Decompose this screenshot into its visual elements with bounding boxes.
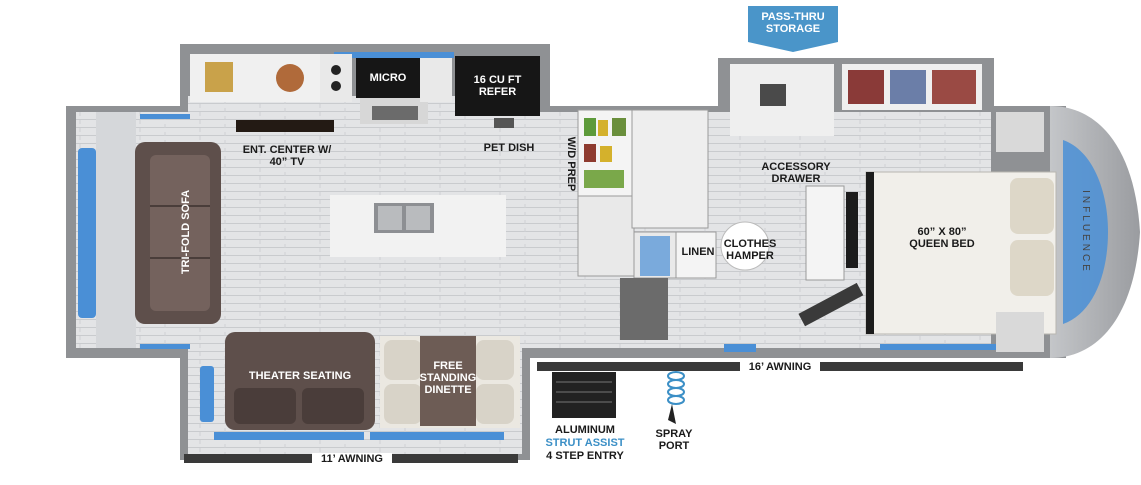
theater-seating (225, 332, 375, 430)
entry-label-1: ALUMINUM (555, 424, 615, 436)
clothes-hamper-label: CLOTHES HAMPER (723, 238, 777, 262)
refrigerator (455, 56, 540, 116)
micro-label: MICRO (369, 72, 407, 84)
tri-fold-sofa (135, 142, 221, 324)
bedroom-wardrobe-slide (730, 64, 982, 136)
windows (78, 52, 998, 440)
pass-thru-storage-label: PASS-THRU STORAGE (761, 11, 825, 35)
entry-label-2: STRUT ASSIST (545, 437, 625, 449)
microwave (356, 58, 420, 98)
linen-label: LINEN (681, 246, 715, 258)
pet-dish-label: PET DISH (483, 142, 535, 154)
pass-thru-badge (748, 6, 838, 52)
wd-prep-label: W/D PREP (565, 136, 577, 192)
accessory-drawer-label: ACCESSORY DRAWER (761, 161, 831, 185)
ent-center-slide (190, 54, 352, 132)
refer-label: 16 CU FT REFER (473, 74, 522, 98)
entry-label-3: 4 STEP ENTRY (546, 450, 624, 462)
svg-text:INFLUENCE: INFLUENCE (1080, 190, 1091, 274)
ent-center-label: ENT. CENTER w/ 40” TV (242, 144, 332, 168)
spray-port-label: SPRAY PORT (655, 428, 693, 452)
free-standing-dinette (380, 336, 520, 428)
awning-11-label: 11’ AWNING (312, 453, 392, 465)
queen-bed-label: 60” x 80” QUEEN BED (909, 226, 975, 250)
awning-16-label: 16’ AWNING (740, 361, 820, 373)
spray-port-hose (667, 371, 685, 405)
theater-seating-label: THEATER SEATING (248, 370, 352, 382)
tri-fold-sofa-label: TRI-FOLD SOFA (180, 189, 192, 275)
dinette-label: FREE STANDING DINETTE (419, 360, 477, 396)
kitchen-island (330, 195, 506, 257)
entry-steps (552, 372, 616, 418)
wd-prep-cabinet (577, 109, 635, 197)
queen-bed (865, 171, 1057, 335)
